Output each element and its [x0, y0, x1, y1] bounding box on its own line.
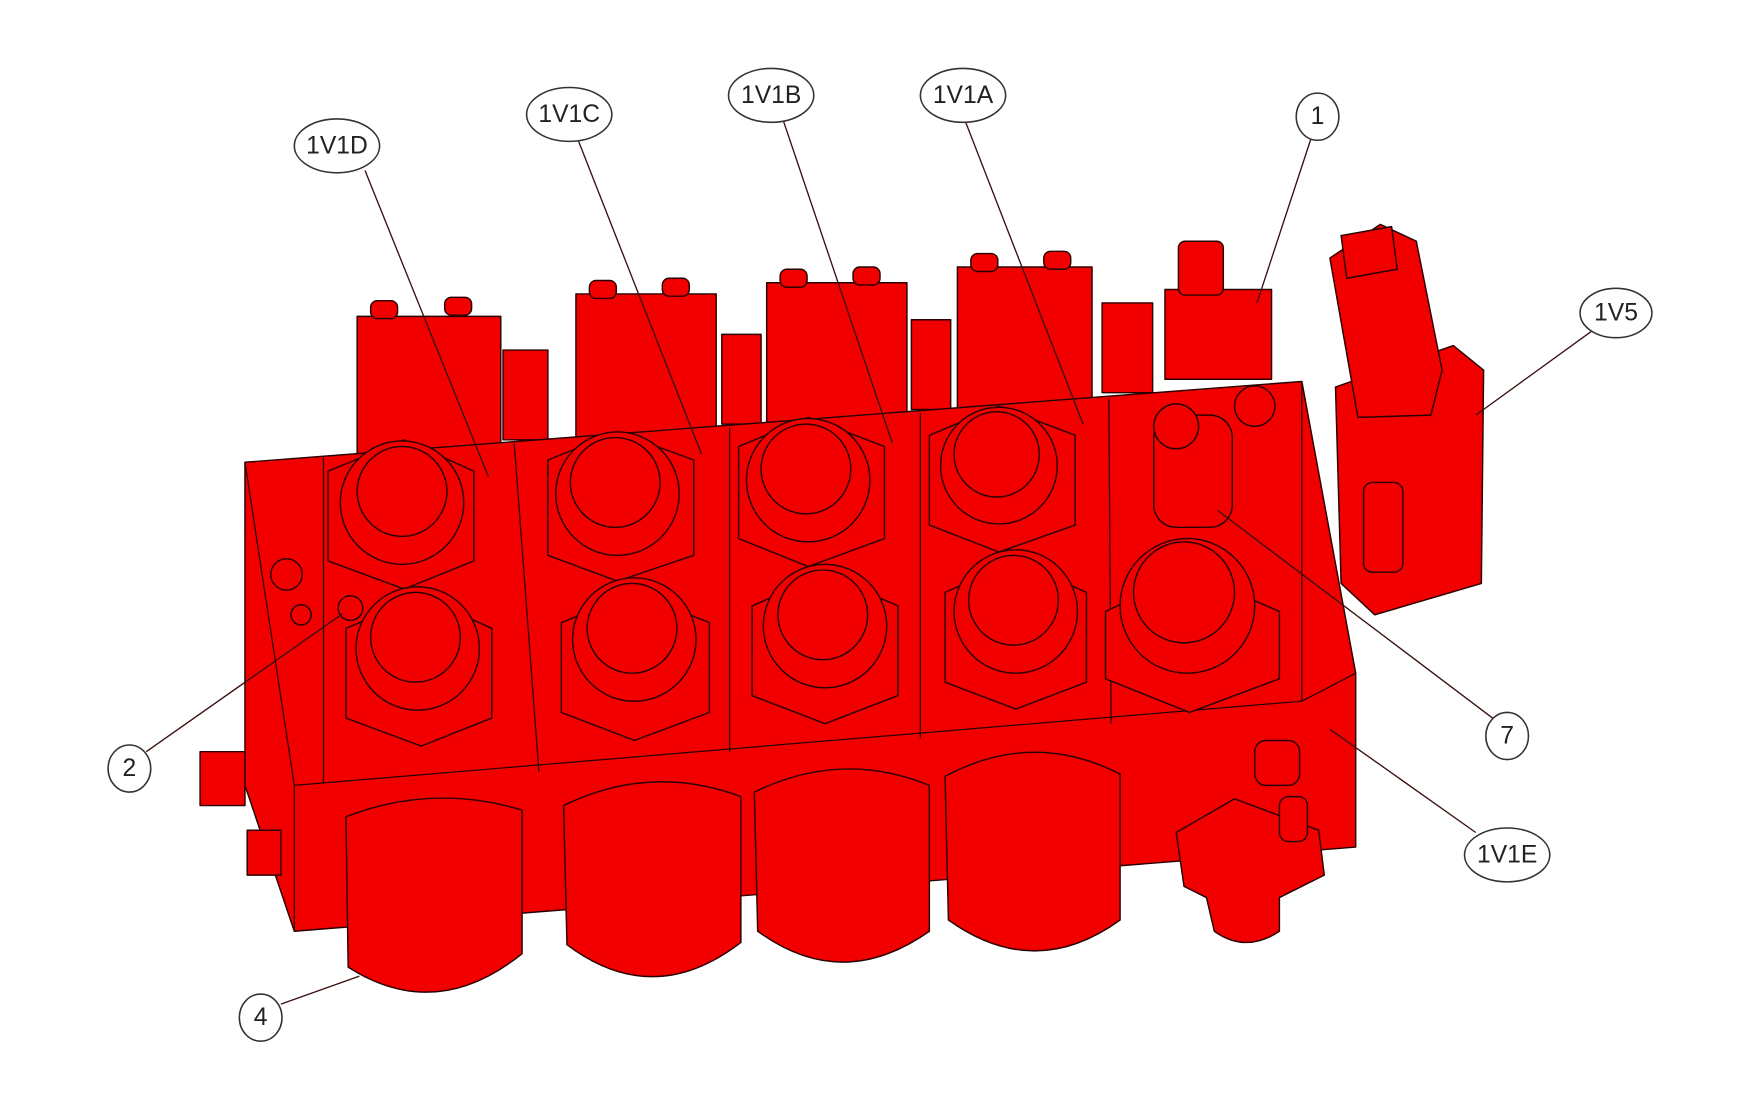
port-fittings [270, 385, 1281, 747]
callout-1v1d: 1V1D [293, 118, 381, 174]
svg-text:1V1C: 1V1C [538, 101, 600, 128]
callout-1v1a: 1V1A [919, 67, 1007, 124]
callout-1v1c: 1V1C [525, 86, 613, 143]
svg-text:7: 7 [1500, 723, 1514, 750]
svg-text:1V5: 1V5 [1594, 300, 1638, 327]
bottom-caps [345, 739, 1326, 993]
callout-2: 2 [107, 744, 152, 793]
svg-text:1V1B: 1V1B [741, 82, 801, 109]
valve-bank-drawing [199, 223, 1485, 993]
svg-text:1V1D: 1V1D [306, 132, 368, 159]
callout-1v5: 1V5 [1579, 287, 1653, 339]
svg-text:2: 2 [123, 755, 137, 782]
callout-7: 7 [1485, 711, 1530, 761]
callout-1v1e: 1V1E [1463, 827, 1551, 883]
callout-1v1b: 1V1B [727, 67, 815, 124]
callout-4: 4 [238, 993, 283, 1042]
svg-text:1V1A: 1V1A [933, 82, 994, 109]
relief-valve-1v5 [1329, 223, 1485, 616]
svg-text:4: 4 [254, 1004, 268, 1031]
svg-text:1: 1 [1311, 103, 1325, 130]
callout-1: 1 [1295, 92, 1340, 142]
callout-leaders [145, 120, 1594, 1005]
svg-text:1V1E: 1V1E [1477, 841, 1537, 868]
solenoid-coils [356, 240, 1273, 458]
